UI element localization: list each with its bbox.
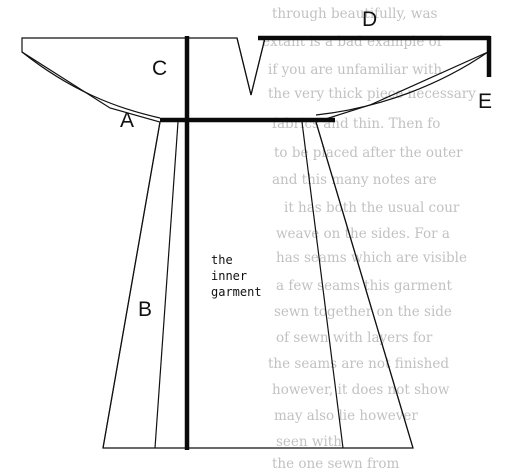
neck-opening — [236, 37, 266, 96]
page-text-line: of sewn with layers for — [276, 330, 433, 346]
measurement-lines — [160, 35, 492, 450]
page-text-line: and this many notes are — [272, 172, 437, 188]
caption-line-1: the — [211, 253, 233, 267]
label-b: B — [138, 298, 152, 321]
page-text-line: has seams which are visible — [276, 250, 467, 266]
page-text-line: it has both the usual cour — [284, 200, 460, 216]
right-sleeve-seam — [315, 51, 489, 116]
garment-caption: the inner garment — [211, 253, 262, 299]
page-text-line: if you are unfamiliar with — [268, 62, 442, 78]
left-sleeve-seam — [21, 51, 161, 119]
page-text-line: weave on the sides. For a — [276, 226, 450, 242]
page-text-line: the seams are not finished — [268, 356, 449, 372]
measurement-labels: A B C D E — [120, 8, 492, 321]
label-a: A — [120, 109, 134, 132]
right-gore-seam-outer — [315, 121, 414, 449]
caption-line-2: inner — [211, 269, 247, 283]
garment-outline — [21, 37, 489, 449]
page-text-line: sewn together on the side — [274, 304, 452, 320]
label-d: D — [362, 8, 377, 31]
page-text-line: the very thick piece necessary — [268, 86, 476, 102]
page-text-line: seen with — [276, 434, 342, 450]
left-gore-seam-outer — [102, 121, 161, 449]
caption-line-3: garment — [211, 285, 262, 299]
page-text-line: however, it does not show — [272, 382, 450, 398]
page-text-line: the one sewn from — [272, 456, 400, 471]
page-text-line: may also lie however — [274, 408, 418, 424]
label-c: C — [152, 57, 167, 80]
right-gore-seam-inner — [301, 121, 344, 449]
page-text-line: through beautifully, was — [272, 6, 437, 22]
label-e: E — [478, 90, 492, 113]
left-gore-seam-inner — [154, 121, 179, 449]
page-text-line: to be placed after the outer — [274, 145, 463, 161]
background-page-text: through beautifully, was extant is a bad… — [262, 6, 476, 471]
